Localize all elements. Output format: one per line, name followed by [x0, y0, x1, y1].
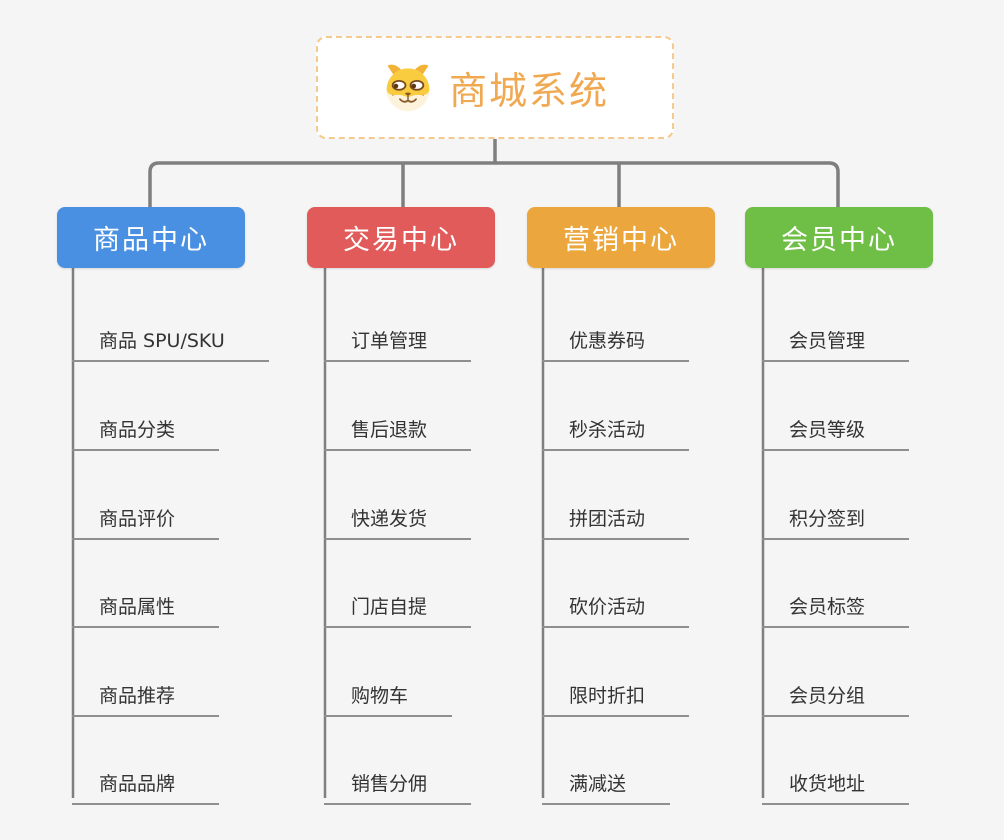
child-topic[interactable]: 销售分佣: [324, 756, 472, 805]
child-topic[interactable]: 满减送: [542, 756, 671, 805]
child-topic[interactable]: 砍价活动: [542, 579, 690, 628]
trunk-line: [148, 161, 840, 207]
child-topic[interactable]: 商品属性: [72, 579, 220, 628]
child-topic[interactable]: 商品分类: [72, 402, 220, 451]
child-topic[interactable]: 会员分组: [762, 668, 910, 717]
child-topic[interactable]: 商品评价: [72, 491, 220, 540]
child-topic[interactable]: 订单管理: [324, 313, 472, 362]
child-topic[interactable]: 商品推荐: [72, 668, 220, 717]
child-topic[interactable]: 限时折扣: [542, 668, 690, 717]
root-title: 商城系统: [448, 69, 609, 113]
child-topic[interactable]: 会员标签: [762, 579, 910, 628]
branch-node-marketing-center[interactable]: 营销中心: [527, 207, 715, 268]
child-topic[interactable]: 售后退款: [324, 402, 472, 451]
child-topic[interactable]: 收货地址: [762, 756, 910, 805]
child-topic[interactable]: 门店自提: [324, 579, 472, 628]
child-topic[interactable]: 积分签到: [762, 491, 910, 540]
branch-node-member-center[interactable]: 会员中心: [745, 207, 933, 268]
shiba-dog-icon: [381, 63, 435, 113]
child-topic[interactable]: 会员等级: [762, 402, 910, 451]
child-topic[interactable]: 秒杀活动: [542, 402, 690, 451]
branch-node-product-center[interactable]: 商品中心: [57, 207, 245, 268]
child-topic[interactable]: 购物车: [324, 668, 453, 717]
child-topic[interactable]: 商品品牌: [72, 756, 220, 805]
child-topic[interactable]: 会员管理: [762, 313, 910, 362]
child-topic[interactable]: 优惠券码: [542, 313, 690, 362]
child-topic[interactable]: 拼团活动: [542, 491, 690, 540]
root-node[interactable]: 商城系统: [316, 36, 674, 139]
child-topic[interactable]: 商品 SPU/SKU: [72, 313, 269, 362]
child-topic[interactable]: 快递发货: [324, 491, 472, 540]
branch-node-trade-center[interactable]: 交易中心: [307, 207, 495, 268]
